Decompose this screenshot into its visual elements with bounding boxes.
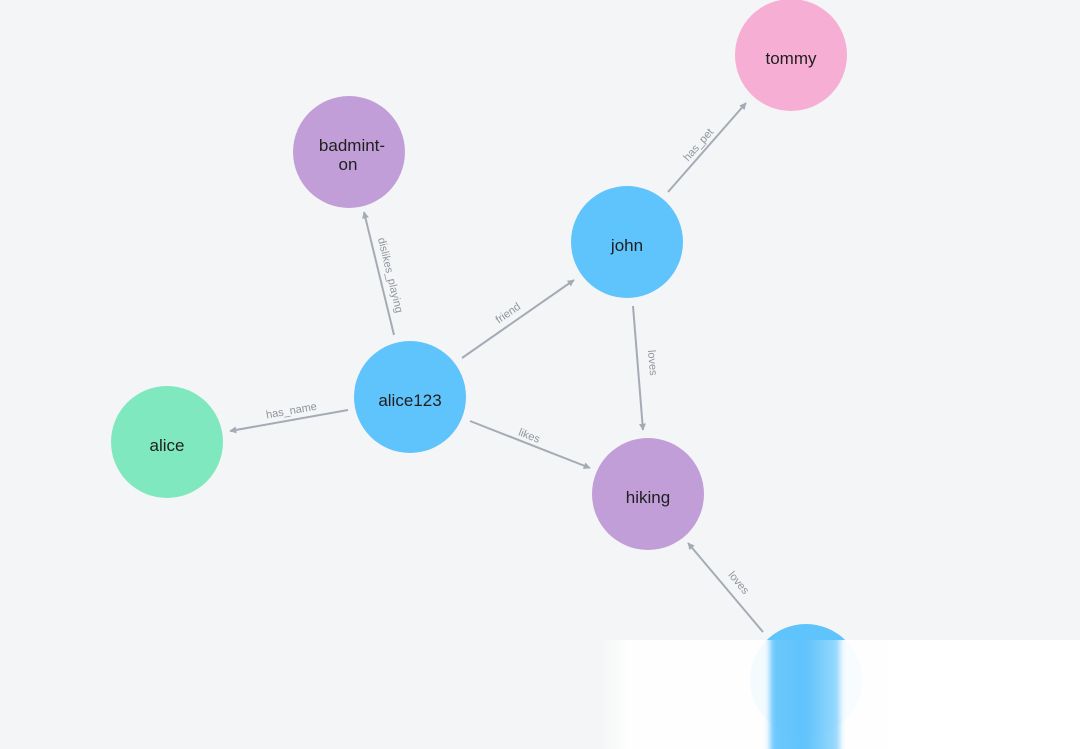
- edge-loves-bottom-hiking[interactable]: loves: [687, 542, 764, 633]
- node-label: badmint-: [319, 136, 385, 155]
- node-circle[interactable]: [354, 341, 466, 453]
- node-label: tommy: [766, 49, 818, 68]
- edge-friend[interactable]: friend: [461, 279, 575, 359]
- edge-has-pet[interactable]: has_pet: [667, 102, 747, 193]
- node-alice[interactable]: alice: [111, 386, 223, 498]
- edge-line: [469, 420, 591, 469]
- edge-label-likes: likes: [517, 427, 542, 446]
- edge-label-friend: friend: [494, 301, 523, 327]
- edge-line: [461, 279, 575, 359]
- node-john[interactable]: john: [571, 186, 683, 298]
- node-label: alice123: [378, 391, 441, 410]
- node-circle[interactable]: [293, 96, 405, 208]
- node-tommy[interactable]: tommy: [735, 0, 847, 111]
- edge-likes[interactable]: likes: [469, 420, 591, 469]
- edge-line: [687, 542, 764, 633]
- node-circle[interactable]: [571, 186, 683, 298]
- edge-line: [362, 211, 395, 336]
- node-label: hiking: [626, 488, 670, 507]
- node-unlabeled[interactable]: [750, 624, 862, 736]
- node-circle[interactable]: [111, 386, 223, 498]
- edge-loves-john-hiking[interactable]: loves: [632, 305, 659, 431]
- node-circle[interactable]: [735, 0, 847, 111]
- node-hiking[interactable]: hiking: [592, 438, 704, 550]
- node-label: john: [610, 236, 643, 255]
- node-circle[interactable]: [592, 438, 704, 550]
- edge-label-loves: loves: [645, 349, 659, 376]
- node-alice123[interactable]: alice123: [354, 341, 466, 453]
- edge-line: [632, 305, 646, 431]
- edge-dislikes-playing[interactable]: dislikes_playing: [362, 211, 405, 336]
- edge-label-has-name: has_name: [265, 401, 318, 422]
- node-label: alice: [150, 436, 185, 455]
- node-label: on: [339, 155, 358, 174]
- node-badminton[interactable]: badmint- on: [293, 96, 405, 208]
- edge-has-name[interactable]: has_name: [229, 401, 349, 434]
- edge-line: [229, 409, 349, 434]
- node-circle[interactable]: [750, 624, 862, 736]
- edge-line: [667, 102, 747, 193]
